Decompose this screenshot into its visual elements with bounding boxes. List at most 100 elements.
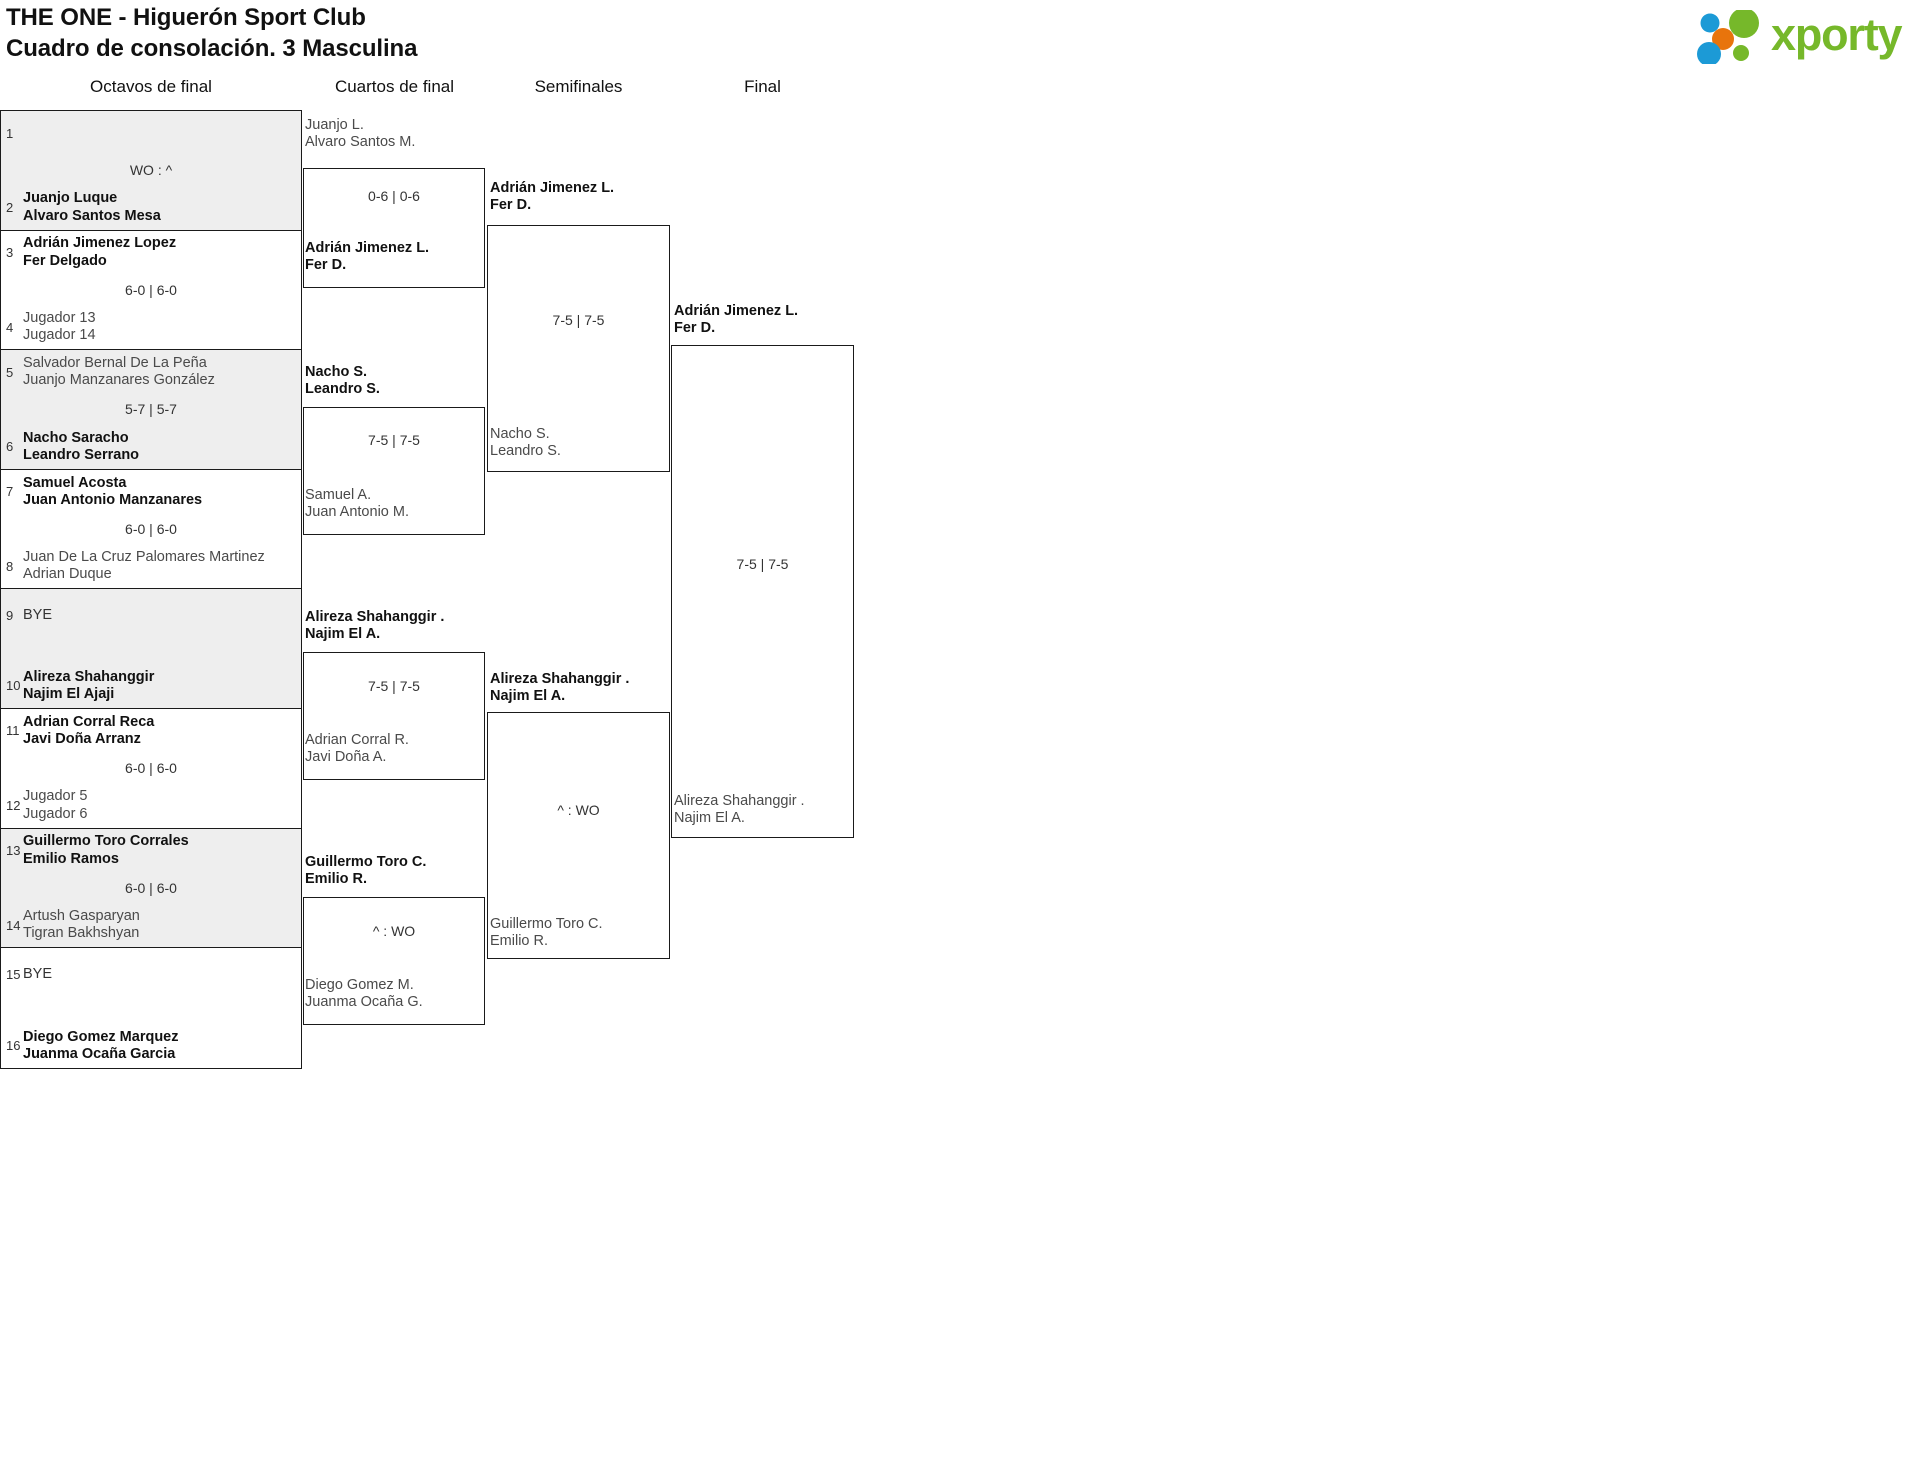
- match-score: 7-5 | 7-5: [368, 678, 420, 694]
- match-score: 7-5 | 7-5: [736, 556, 789, 572]
- player-names: Nacho Saracho Leandro Serrano: [23, 429, 140, 463]
- player-names: Alireza Shahanggir Najim El Ajaji: [23, 668, 155, 702]
- seed-number: 9: [6, 607, 14, 623]
- player-names: Alireza Shahanggir . Najim El A.: [490, 671, 630, 705]
- match-score: WO : ^: [129, 162, 173, 179]
- round1-slot-bottom[interactable]: 6 Nacho Saracho Leandro Serrano: [1, 427, 301, 467]
- player-names: Adrian Corral R. Javi Doña A.: [305, 732, 409, 766]
- seed-number: 15: [6, 966, 21, 982]
- round-header-cuartos: Cuartos de final: [334, 77, 455, 96]
- seed-number: 10: [6, 678, 21, 694]
- round1-slot-bottom[interactable]: 10 Alireza Shahanggir Najim El Ajaji: [1, 666, 301, 706]
- match-box: [303, 168, 485, 288]
- player-names: Jugador 5 Jugador 6: [23, 788, 88, 822]
- player-names: Alireza Shahanggir . Najim El A.: [305, 609, 445, 643]
- player-names: Guillermo Toro C. Emilio R.: [490, 916, 603, 950]
- match-score: 7-5 | 7-5: [552, 312, 605, 328]
- round1-slot-top[interactable]: 9 BYE: [1, 595, 301, 635]
- round1-match[interactable]: 1 WO : ^ 2 Juanjo Luque Alvaro Santos Me…: [1, 111, 301, 231]
- player-names: Salvador Bernal De La Peña Juanjo Manzan…: [23, 355, 215, 389]
- round1-match[interactable]: 7 Samuel Acosta Juan Antonio Manzanares …: [1, 469, 301, 590]
- round1-slot-top[interactable]: 3 Adrián Jimenez Lopez Fer Delgado: [1, 233, 301, 273]
- round1-slot-top[interactable]: 11 Adrian Corral Reca Javi Doña Arranz: [1, 711, 301, 751]
- round1-slot-bottom[interactable]: 8 Juan De La Cruz Palomares Martinez Adr…: [1, 546, 301, 586]
- player-names: Adrian Corral Reca Javi Doña Arranz: [23, 713, 155, 747]
- seed-number: 13: [6, 843, 21, 859]
- seed-number: 14: [6, 917, 21, 933]
- player-names: Adrián Jimenez Lopez Fer Delgado: [23, 235, 177, 269]
- round1-slot-top[interactable]: 1: [1, 113, 301, 153]
- seed-number: 11: [6, 723, 20, 739]
- draw-name: Cuadro de consolación. 3 Masculina: [6, 35, 418, 63]
- match-score: 6-0 | 6-0: [125, 760, 177, 777]
- player-names: Guillermo Toro C. Emilio R.: [305, 854, 427, 888]
- logo-dots-icon: [1697, 10, 1759, 64]
- round1-slot-top[interactable]: 5 Salvador Bernal De La Peña Juanjo Manz…: [1, 352, 301, 392]
- player-names: Adrián Jimenez L. Fer D.: [305, 240, 430, 274]
- player-names: Nacho S. Leandro S.: [490, 426, 561, 460]
- round1-match[interactable]: 15 BYE 16 Diego Gomez Marquez Juanma Oca…: [1, 948, 301, 1068]
- round1-slot-bottom[interactable]: 2 Juanjo Luque Alvaro Santos Mesa: [1, 188, 301, 228]
- match-box: [303, 652, 485, 780]
- match-score: 7-5 | 7-5: [368, 432, 420, 448]
- bye-label: BYE: [23, 607, 53, 624]
- seed-number: 7: [6, 484, 14, 500]
- logo-wordmark: xporty: [1771, 9, 1903, 60]
- player-names: Diego Gomez M. Juanma Ocaña G.: [305, 977, 423, 1011]
- round1-slot-bottom[interactable]: 4 Jugador 13 Jugador 14: [1, 307, 301, 347]
- player-names: Alireza Shahanggir . Najim El A.: [674, 793, 805, 827]
- seed-number: 5: [6, 364, 14, 380]
- match-box: [303, 897, 485, 1025]
- round1-match[interactable]: 9 BYE 10 Alireza Shahanggir Najim El Aja…: [1, 589, 301, 709]
- round1-slot-bottom[interactable]: 16 Diego Gomez Marquez Juanma Ocaña Garc…: [1, 1026, 301, 1066]
- round1-slot-bottom[interactable]: 12 Jugador 5 Jugador 6: [1, 786, 301, 826]
- player-names: Juan De La Cruz Palomares Martinez Adria…: [23, 549, 265, 583]
- match-score: ^ : WO: [372, 923, 416, 939]
- round1-match[interactable]: 3 Adrián Jimenez Lopez Fer Delgado 6-0 |…: [1, 230, 301, 351]
- page-title: THE ONE - Higuerón Sport Club Cuadro de …: [6, 2, 417, 64]
- player-names: Adrián Jimenez L. Fer D.: [490, 180, 615, 214]
- seed-number: 12: [6, 798, 21, 814]
- round-header-final: Final: [744, 77, 781, 96]
- player-names: Samuel A. Juan Antonio M.: [305, 487, 409, 521]
- player-names: Juanjo L. Alvaro Santos M.: [305, 117, 416, 151]
- round1-slot-bottom[interactable]: 14 Artush Gasparyan Tigran Bakhshyan: [1, 905, 301, 945]
- seed-number: 4: [6, 319, 14, 335]
- xporty-logo[interactable]: xporty: [1697, 6, 1907, 66]
- seed-number: 16: [6, 1038, 21, 1054]
- tournament-name: THE ONE - Higuerón Sport Club: [6, 4, 366, 31]
- player-names: Adrián Jimenez L. Fer D.: [674, 303, 799, 337]
- match-score: 6-0 | 6-0: [125, 521, 177, 538]
- seed-number: 8: [6, 558, 14, 574]
- player-names: Jugador 13 Jugador 14: [23, 310, 96, 344]
- round1-match[interactable]: 5 Salvador Bernal De La Peña Juanjo Manz…: [1, 350, 301, 470]
- match-score: ^ : WO: [557, 802, 600, 818]
- match-box: [487, 225, 670, 472]
- player-names: Juanjo Luque Alvaro Santos Mesa: [23, 190, 161, 224]
- seed-number: 2: [6, 200, 14, 216]
- round1-slot-top[interactable]: 13 Guillermo Toro Corrales Emilio Ramos: [1, 831, 301, 871]
- match-box: [303, 407, 485, 535]
- player-names: Artush Gasparyan Tigran Bakhshyan: [23, 908, 140, 942]
- seed-number: 1: [6, 125, 14, 141]
- player-names: Nacho S. Leandro S.: [305, 364, 380, 398]
- player-names: Samuel Acosta Juan Antonio Manzanares: [23, 474, 203, 508]
- round-header-octavos: Octavos de final: [90, 77, 212, 96]
- round1-slot-top[interactable]: 7 Samuel Acosta Juan Antonio Manzanares: [1, 472, 301, 512]
- player-names: Guillermo Toro Corrales Emilio Ramos: [23, 833, 189, 867]
- match-box: [487, 712, 670, 959]
- round1-match[interactable]: 13 Guillermo Toro Corrales Emilio Ramos …: [1, 828, 301, 949]
- bye-label: BYE: [23, 966, 53, 983]
- seed-number: 6: [6, 439, 14, 455]
- round1-match[interactable]: 11 Adrian Corral Reca Javi Doña Arranz 6…: [1, 708, 301, 829]
- seed-number: 3: [6, 245, 14, 261]
- match-score: 6-0 | 6-0: [125, 281, 177, 298]
- match-score: 5-7 | 5-7: [125, 401, 177, 418]
- match-box: [671, 345, 854, 838]
- match-score: 0-6 | 0-6: [368, 188, 420, 204]
- player-names: Diego Gomez Marquez Juanma Ocaña Garcia: [23, 1028, 179, 1062]
- round1-column: 1 WO : ^ 2 Juanjo Luque Alvaro Santos Me…: [0, 110, 302, 1069]
- round-header-semis: Semifinales: [534, 77, 623, 96]
- round1-slot-top[interactable]: 15 BYE: [1, 954, 301, 994]
